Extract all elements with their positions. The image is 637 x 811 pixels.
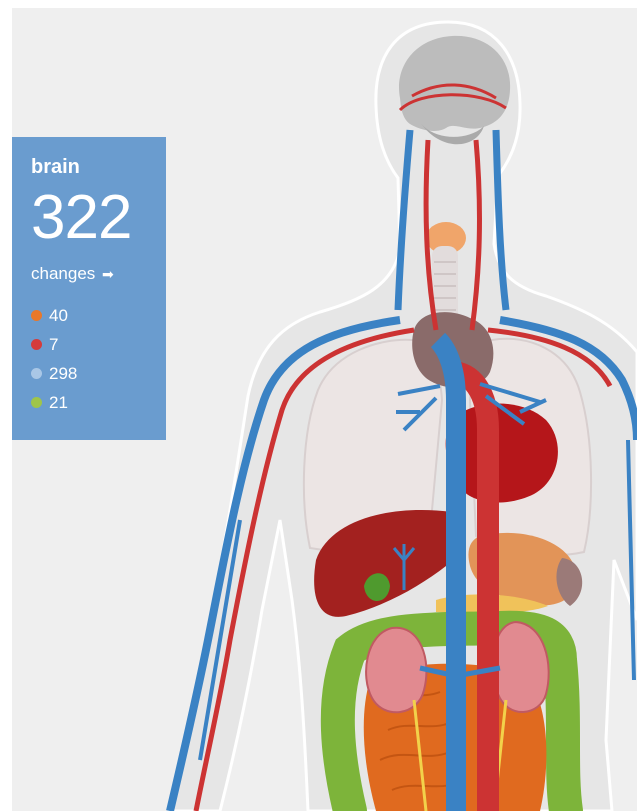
change-item[interactable]: 7 <box>31 330 166 359</box>
legend-dot-icon <box>31 368 42 379</box>
changes-link[interactable]: changes ➡ <box>31 263 166 285</box>
organ-info-panel[interactable]: brain 322 changes ➡ 40 7 298 21 <box>12 137 166 440</box>
arrow-right-icon: ➡ <box>102 266 114 282</box>
brain <box>399 36 510 131</box>
legend-dot-icon <box>31 339 42 350</box>
organ-change-count: 322 <box>31 185 166 251</box>
legend-dot-icon <box>31 397 42 408</box>
left-kidney <box>366 628 426 713</box>
change-value: 40 <box>49 306 68 326</box>
change-value: 7 <box>49 335 58 355</box>
change-item[interactable]: 40 <box>31 301 166 330</box>
changes-label-text: changes <box>31 264 95 283</box>
change-value: 21 <box>49 393 68 413</box>
change-item[interactable]: 21 <box>31 388 166 417</box>
change-breakdown-list: 40 7 298 21 <box>31 301 166 417</box>
change-item[interactable]: 298 <box>31 359 166 388</box>
organ-name: brain <box>31 155 166 179</box>
legend-dot-icon <box>31 310 42 321</box>
change-value: 298 <box>49 364 77 384</box>
